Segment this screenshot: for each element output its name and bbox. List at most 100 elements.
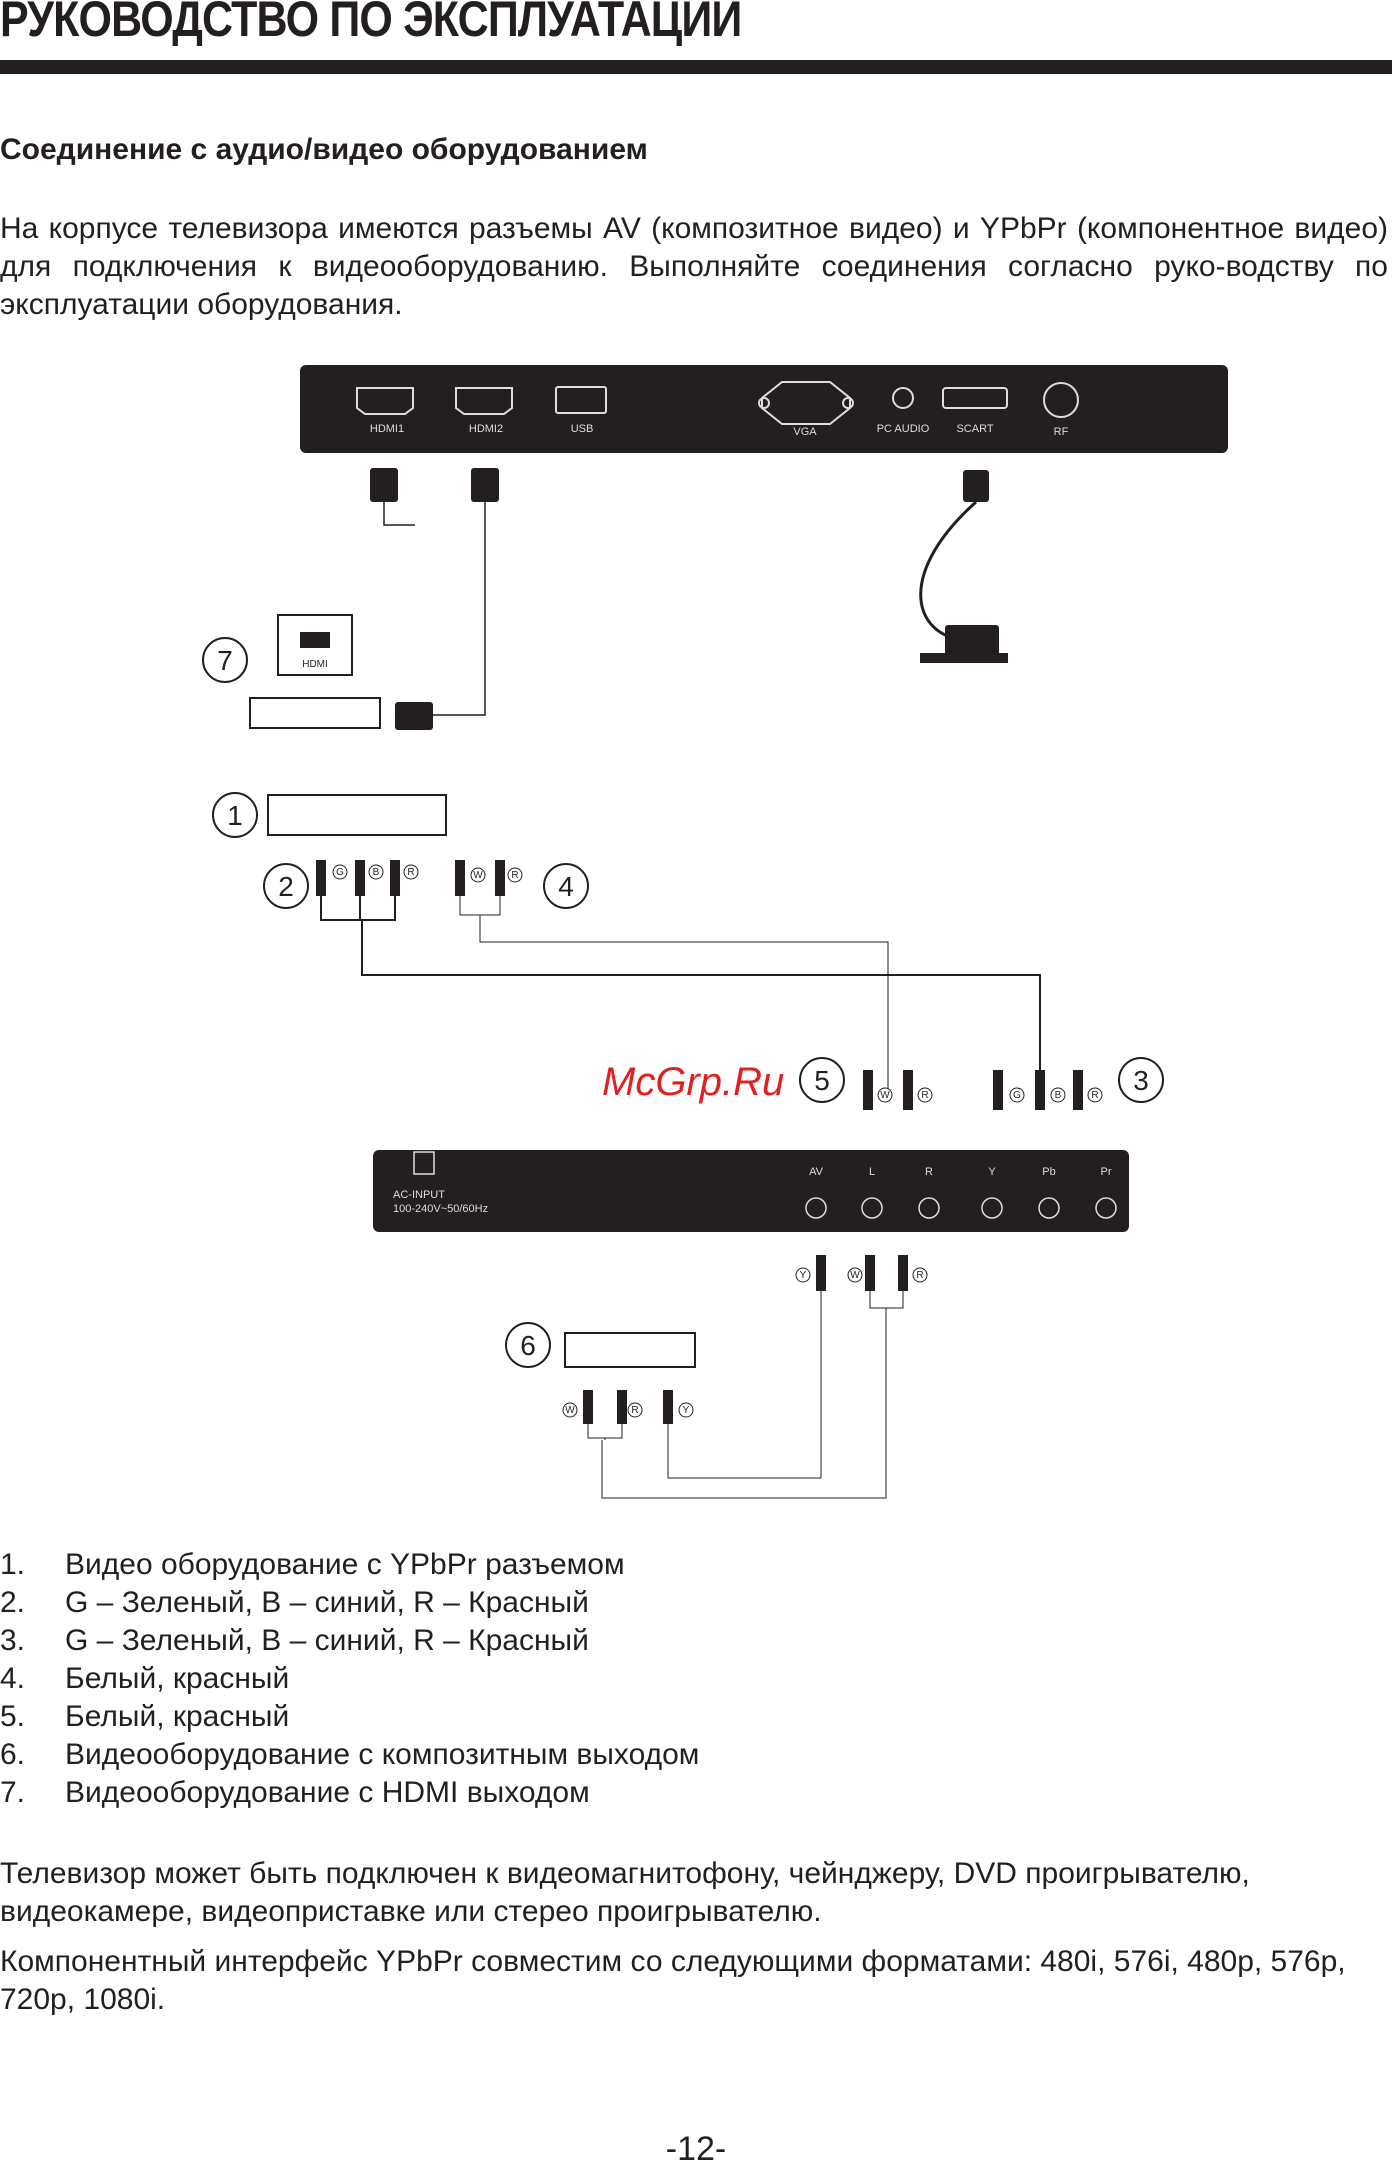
power-label-2: 100-240V~50/60Hz [393, 1203, 488, 1215]
marker-w-1 [470, 867, 486, 883]
list-item: 7.Видеооборудование с HDMI выходом [0, 1774, 699, 1812]
power-label-1: AC-INPUT [393, 1189, 445, 1201]
device-6-body [564, 1332, 696, 1368]
watermark: McGrp.Ru [602, 1060, 784, 1104]
rca-plug-g-2 [993, 1070, 1003, 1110]
marker-w-2-label: W [880, 1090, 890, 1101]
legend-text: G – Зеленый, B – синий, R – Красный [65, 1624, 589, 1657]
list-item: 4.Белый, красный [0, 1660, 699, 1698]
marker-b-1 [368, 864, 384, 880]
scart-plug-top [963, 470, 989, 502]
hdmi-plug-2 [471, 468, 499, 502]
marker-b-2 [1050, 1087, 1066, 1103]
marker-y-2 [678, 1402, 694, 1418]
port-label-pc-audio: PC AUDIO [877, 423, 930, 435]
pb-jack-icon [1038, 1197, 1060, 1219]
device-7-body [249, 697, 381, 729]
port-label-hdmi2: HDMI2 [469, 423, 503, 435]
marker-g-2-label: G [1013, 1090, 1021, 1101]
audio-cable-1 [459, 896, 889, 1100]
rca-plug-b-2 [1035, 1070, 1045, 1110]
connection-diagram: HDMI1 HDMI2 USB VGA PC AUDIO SCART RF 7 … [202, 365, 1228, 1499]
legend-text: Белый, красный [65, 1662, 290, 1695]
marker-r-3 [917, 1087, 933, 1103]
usb-port-icon [555, 386, 607, 414]
rca-plug-r-1 [390, 860, 400, 896]
marker-r-6-label: R [631, 1405, 638, 1416]
callout-1 [212, 792, 258, 838]
device-7-hdmi-label: HDMI [302, 659, 328, 670]
device-7-hdmi-port-icon [300, 632, 330, 648]
marker-r-4 [1087, 1087, 1103, 1103]
y-jack-icon [981, 1197, 1003, 1219]
callout-4-label: 4 [558, 871, 574, 902]
legend-num: 7. [0, 1776, 26, 1809]
marker-g-1 [332, 864, 348, 880]
legend-text: Видеооборудование с композитным выходом [65, 1738, 700, 1771]
l-jack-icon [861, 1197, 883, 1219]
vga-port-icon [761, 381, 851, 425]
av-jack-icon [805, 1197, 827, 1219]
callout-7-label: 7 [217, 645, 233, 676]
rca-plug-w-1 [455, 860, 465, 896]
callout-4 [543, 863, 589, 909]
marker-r-2-label: R [511, 870, 518, 881]
pc-audio-port-icon [892, 387, 914, 409]
rf-port-icon [1043, 382, 1079, 418]
list-item: 5.Белый, красный [0, 1698, 699, 1736]
rca-plug-w-2 [863, 1070, 873, 1110]
marker-y-2-label: Y [683, 1405, 690, 1416]
tv-bottom-panel [373, 1150, 1129, 1232]
rca-plug-r-4 [1073, 1070, 1083, 1110]
device-1-body [267, 794, 447, 836]
rca-plug-r-3 [903, 1070, 913, 1110]
rca-plug-y-1 [816, 1255, 826, 1291]
rca-plug-b-1 [355, 860, 365, 896]
vga-screw-left [758, 397, 770, 409]
marker-r-3-label: R [921, 1090, 928, 1101]
port-label-scart: SCART [956, 423, 993, 435]
marker-g-2 [1009, 1087, 1025, 1103]
legend-num: 6. [0, 1738, 26, 1771]
page-title: РУКОВОДСТВО ПО ЭКСПЛУАТАЦИИ [0, 0, 742, 47]
marker-w-3 [847, 1267, 863, 1283]
callout-7 [202, 637, 248, 683]
hdmi-cable-2 [432, 502, 486, 716]
hdmi-plug-1 [370, 468, 398, 502]
scart-plug-bottom [945, 625, 999, 655]
marker-r-5 [912, 1267, 928, 1283]
callout-1-label: 1 [227, 800, 243, 831]
port-label-usb: USB [571, 423, 594, 435]
marker-w-4 [562, 1402, 578, 1418]
marker-r-2 [507, 867, 523, 883]
marker-y-1-label: Y [800, 1270, 807, 1281]
title-rule [0, 60, 1392, 74]
rca-plug-y-2 [663, 1390, 673, 1424]
marker-r-1-label: R [407, 867, 414, 878]
rca-plug-w-4 [583, 1390, 593, 1424]
jack-label-l: L [869, 1166, 875, 1178]
legend-num: 2. [0, 1586, 26, 1619]
scart-port-icon [942, 387, 1008, 409]
callout-3-label: 3 [1133, 1065, 1149, 1096]
paragraph-formats: Компонентный интерфейс YPbPr совместим с… [0, 1945, 1346, 2016]
list-item: 3. G – Зеленый, B – синий, R – Красный [0, 1622, 699, 1660]
jack-label-av: AV [809, 1166, 824, 1178]
marker-w-2 [877, 1087, 893, 1103]
vga-screw-right [842, 397, 854, 409]
rca-plug-r-2 [495, 860, 505, 896]
marker-b-2-label: B [1055, 1090, 1062, 1101]
callout-2 [263, 863, 309, 909]
marker-b-1-label: B [373, 867, 380, 878]
callout-5 [799, 1057, 845, 1103]
rca-plug-r-5 [898, 1255, 908, 1291]
hdmi-cable-1 [383, 502, 415, 526]
callout-2-label: 2 [278, 871, 294, 902]
legend-num: 1. [0, 1548, 26, 1581]
page-number: -12- [665, 2130, 727, 2168]
device-7-hdmi-plug [395, 702, 433, 730]
legend-num: 3. [0, 1624, 26, 1657]
hdmi1-port-icon [356, 387, 414, 415]
legend-text: Белый, красный [65, 1700, 290, 1733]
hdmi2-port-icon [455, 387, 513, 415]
